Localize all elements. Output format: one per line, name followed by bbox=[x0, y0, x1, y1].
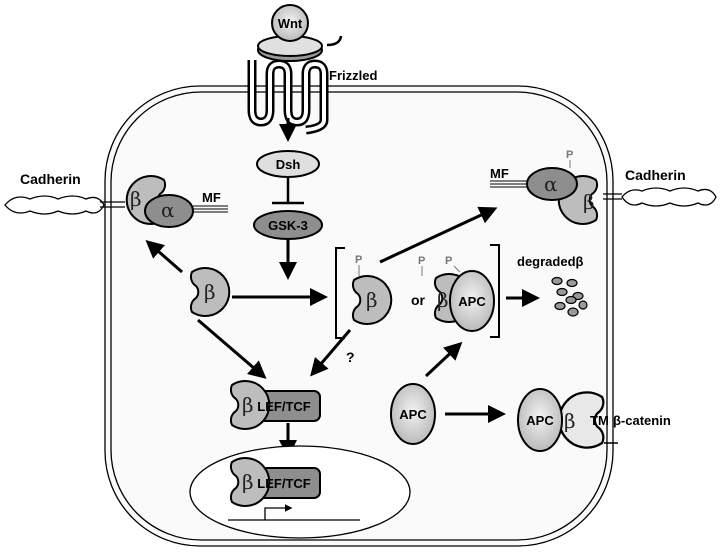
wnt-label: Wnt bbox=[278, 16, 303, 31]
lef-tcf-label: LEF/TCF bbox=[257, 399, 310, 414]
destruction-complex-bracket bbox=[335, 244, 500, 339]
beta-label: β bbox=[366, 288, 378, 312]
phosphate-label: P bbox=[418, 255, 425, 267]
or-label: or bbox=[411, 292, 426, 308]
phospho-beta-apc: β APC P P bbox=[418, 255, 495, 332]
alpha-label: α bbox=[544, 172, 558, 196]
cadherin-right-label: Cadherin bbox=[625, 167, 686, 183]
arrow-question bbox=[310, 329, 352, 377]
apc-label: APC bbox=[399, 407, 427, 422]
cadherin-right: Cadherin bbox=[603, 167, 717, 207]
arrow-apc-to-complex bbox=[424, 341, 463, 378]
apc-label: APC bbox=[526, 413, 554, 428]
gene-transcription-icon bbox=[228, 504, 360, 521]
frizzled-label: Frizzled bbox=[329, 68, 377, 83]
arrow-to-cadherin-left bbox=[145, 240, 183, 274]
wnt-ligand: Wnt bbox=[271, 4, 309, 42]
alpha-beta-complex-right: MF α β P bbox=[490, 149, 599, 225]
beta-catenin-free: β bbox=[189, 267, 231, 317]
gsk3-label: GSK-3 bbox=[268, 218, 308, 233]
degraded-label: degradedβ bbox=[517, 254, 584, 269]
beta-label: β bbox=[564, 409, 576, 433]
phosphate-label: P bbox=[445, 255, 452, 267]
beta-alpha-complex-left: β α MF bbox=[125, 175, 228, 228]
beta-label: β bbox=[583, 190, 595, 214]
nucleus: β LEF/TCF bbox=[189, 445, 411, 539]
tm-label: TM bbox=[590, 413, 609, 428]
mf-right-label: MF bbox=[490, 166, 509, 181]
phosphate-label: P bbox=[355, 254, 362, 266]
beta-label: β bbox=[204, 280, 216, 304]
beta-label: β bbox=[130, 187, 142, 211]
lef-tcf-label: LEF/TCF bbox=[257, 476, 310, 491]
phospho-beta: β P bbox=[351, 254, 393, 325]
alpha-label: α bbox=[161, 198, 175, 222]
arrow-to-lef-tcf bbox=[197, 318, 267, 379]
inhibition-dsh-gsk3 bbox=[272, 178, 304, 205]
phosphate-label: P bbox=[566, 149, 573, 161]
apc-tm-beta-catenin-complex: APC β TM β-catenin bbox=[517, 388, 671, 452]
degraded-beta: degradedβ bbox=[517, 254, 588, 317]
beta-label: β bbox=[242, 393, 254, 417]
apc-label: APC bbox=[458, 294, 486, 309]
apc-free: APC bbox=[390, 383, 436, 445]
tm-beta-catenin-label: β-catenin bbox=[613, 413, 671, 428]
gsk3: GSK-3 bbox=[253, 210, 323, 240]
arrow-to-cadherin-right bbox=[379, 206, 498, 264]
cadherin-left: Cadherin bbox=[4, 171, 125, 215]
dsh: Dsh bbox=[256, 150, 320, 178]
dsh-label: Dsh bbox=[276, 157, 301, 172]
beta-label: β bbox=[242, 470, 254, 494]
beta-lef-tcf-complex: β LEF/TCF bbox=[229, 380, 321, 430]
beta-label: β bbox=[437, 288, 449, 312]
mf-left-label: MF bbox=[202, 190, 221, 205]
question-mark: ? bbox=[346, 349, 355, 365]
cadherin-left-label: Cadherin bbox=[20, 171, 81, 187]
